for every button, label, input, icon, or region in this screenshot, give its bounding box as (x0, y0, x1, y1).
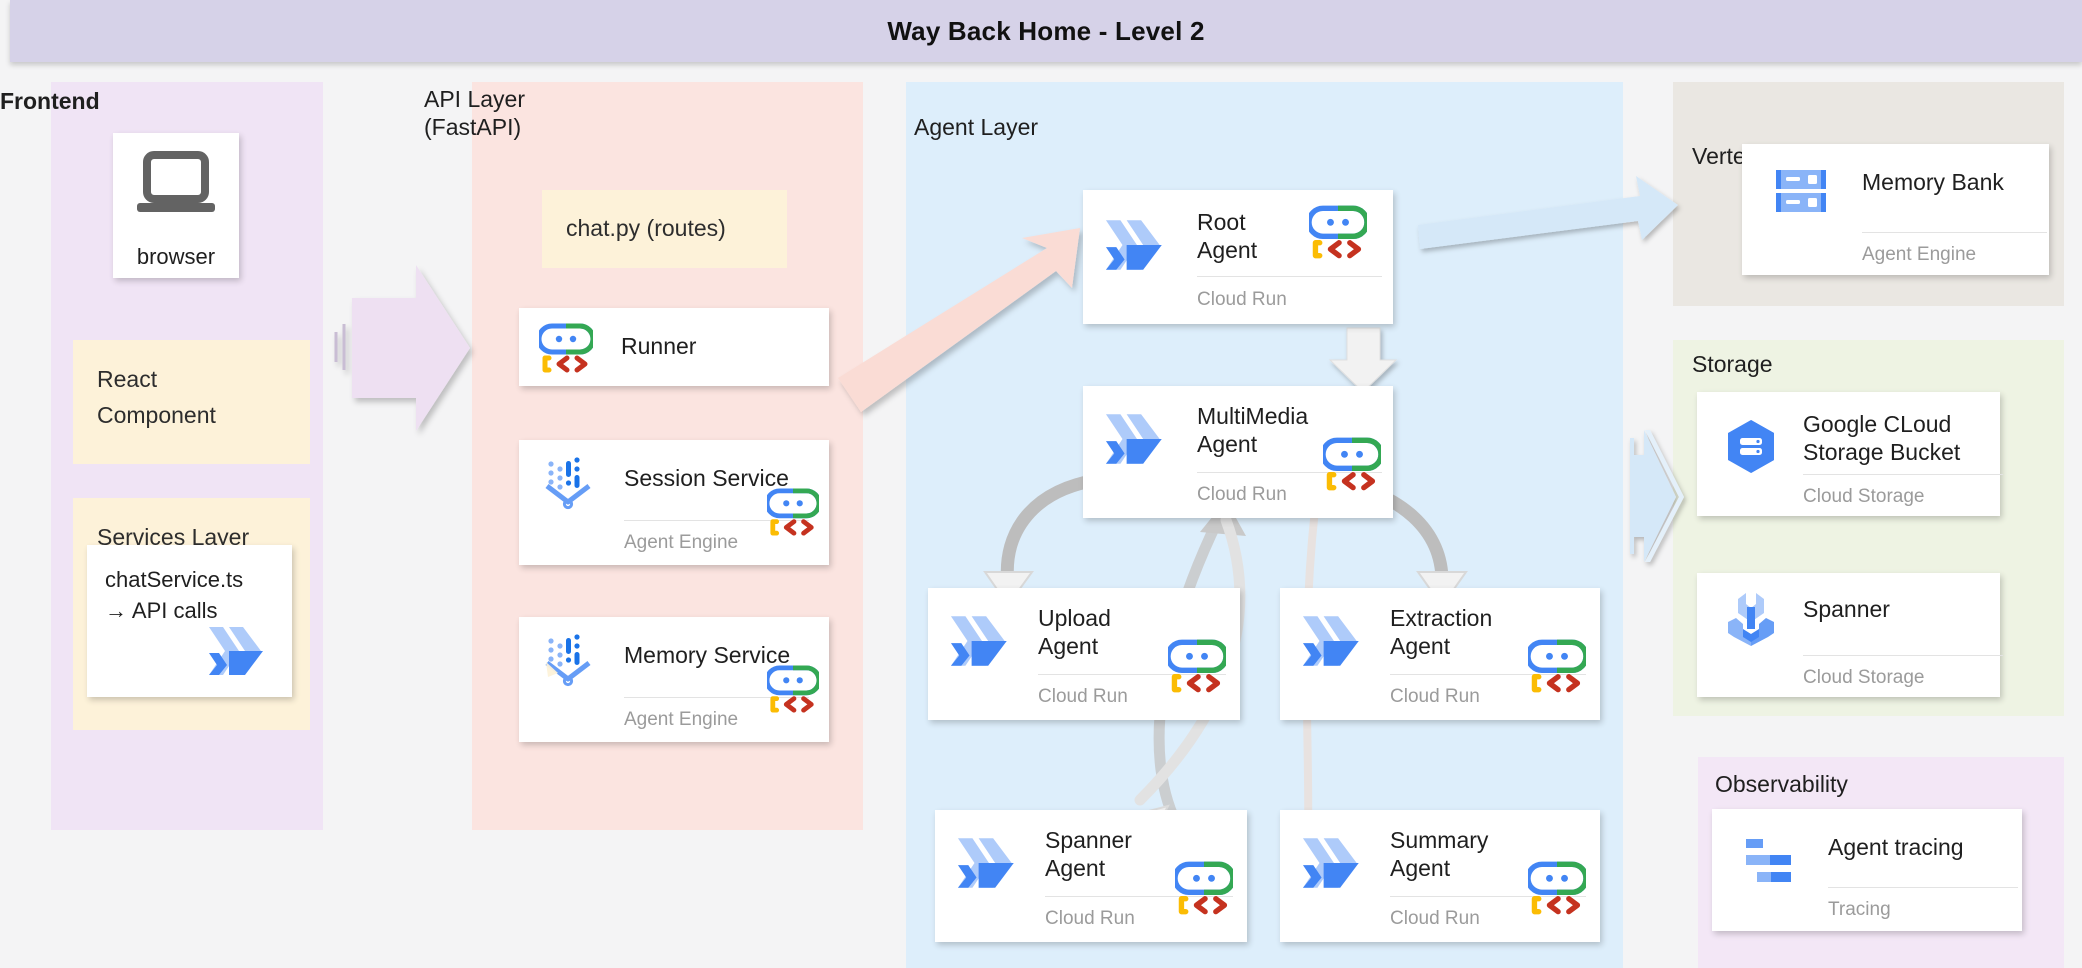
tracing-icon (1746, 839, 1791, 882)
agent-card-multimedia-agent[interactable]: MultiMedia Agent Cloud Run (1083, 386, 1393, 518)
storage-card-title: Spanner (1803, 596, 1890, 622)
agent-card-subtitle: Cloud Run (1038, 686, 1128, 707)
chat-service-card[interactable]: chatService.ts → API calls (87, 545, 292, 697)
card-divider (1803, 474, 2003, 475)
agent-card-title: Root Agent (1197, 209, 1258, 264)
agent-card-subtitle: Cloud Run (1390, 686, 1480, 707)
agent-card-title: Upload Agent (1038, 605, 1111, 660)
vertex-card-subtitle: Agent Engine (1862, 244, 1977, 265)
chat-service-label: chatService.ts → API calls (105, 567, 244, 623)
cloud-run-icon (1302, 616, 1359, 666)
observability-card-title: Agent tracing (1828, 834, 1964, 860)
arrow-frontend-to-api (334, 265, 470, 431)
adk-icon (1168, 639, 1226, 693)
zone-label-frontend: Frontend (0, 88, 100, 114)
agent-engine-icon (545, 634, 591, 687)
cloud-run-icon (1105, 220, 1162, 270)
zone-label-storage: Storage (1692, 351, 1773, 377)
storage-card-spanner[interactable]: Spanner Cloud Storage (1697, 573, 2003, 697)
cloud-run-icon (209, 627, 263, 675)
react-component-box: React Component (73, 340, 310, 464)
zone-label-api: API Layer (FastAPI) (424, 86, 525, 141)
api-card-memory-service[interactable]: Memory Service Agent Engine (519, 617, 829, 742)
card-divider (624, 697, 809, 698)
agent-card-upload-agent[interactable]: Upload Agent Cloud Run (928, 588, 1240, 720)
agent-engine-icon (545, 457, 591, 510)
cloud-storage-icon (1728, 420, 1774, 473)
browser-label: browser (136, 244, 216, 269)
agent-card-spanner-agent[interactable]: Spanner Agent Cloud Run (935, 810, 1247, 942)
card-divider (1862, 232, 2047, 233)
memory-bank-icon (1776, 170, 1826, 212)
card-divider (1803, 655, 2003, 656)
adk-icon (767, 665, 819, 713)
api-card-title: Session Service (624, 465, 789, 491)
agent-card-title: Summary Agent (1390, 827, 1489, 882)
agent-card-subtitle: Cloud Run (1197, 484, 1287, 505)
card-divider (1197, 472, 1382, 473)
storage-card-gcs-bucket[interactable]: Google CLoud Storage Bucket Cloud Storag… (1697, 392, 2003, 516)
cloud-run-icon (957, 838, 1014, 888)
vertex-card-title: Memory Bank (1862, 169, 2004, 195)
zone-label-agent: Agent Layer (914, 114, 1039, 140)
cloud-run-icon (1105, 414, 1162, 464)
storage-card-title: Google CLoud Storage Bucket (1803, 411, 1961, 466)
title-bar: Way Back Home - Level 2 (10, 0, 2082, 62)
laptop-icon (137, 151, 215, 212)
agent-card-title: Extraction Agent (1390, 605, 1493, 660)
observability-card-agent-tracing[interactable]: Agent tracing Tracing (1712, 809, 2022, 931)
spanner-icon (1728, 593, 1774, 646)
adk-icon (539, 323, 593, 373)
adk-icon (1175, 861, 1233, 915)
card-divider (1828, 887, 2018, 888)
adk-icon (1528, 861, 1586, 915)
card-divider (1038, 674, 1226, 675)
storage-card-subtitle: Cloud Storage (1803, 667, 1925, 688)
card-divider (1197, 276, 1382, 277)
agent-card-root-agent[interactable]: Root Agent Cloud Run (1083, 190, 1393, 324)
adk-icon (767, 488, 819, 536)
agent-card-subtitle: Cloud Run (1390, 908, 1480, 929)
agent-card-subtitle: Cloud Run (1197, 289, 1287, 310)
card-divider (1390, 674, 1586, 675)
adk-icon (1309, 205, 1367, 259)
card-divider (1045, 896, 1233, 897)
api-card-subtitle: Agent Engine (624, 532, 739, 553)
card-divider (1390, 896, 1586, 897)
api-card-session-service[interactable]: Session Service Agent Engine (519, 440, 829, 565)
vertex-card-memory-bank[interactable]: Memory Bank Agent Engine (1742, 144, 2049, 275)
agent-card-title: MultiMedia Agent (1197, 403, 1309, 458)
agent-card-title: Spanner Agent (1045, 827, 1132, 882)
storage-card-subtitle: Cloud Storage (1803, 486, 1925, 507)
api-card-title: Memory Service (624, 642, 791, 668)
api-card-subtitle: Agent Engine (624, 709, 739, 730)
zone-label-observability: Observability (1715, 771, 1848, 797)
cloud-run-icon (950, 616, 1007, 666)
card-divider (624, 520, 809, 521)
chat-py-box: chat.py (routes) (542, 190, 787, 268)
browser-card[interactable]: browser (113, 133, 239, 278)
adk-icon (1323, 437, 1381, 491)
adk-icon (1528, 639, 1586, 693)
agent-card-summary-agent[interactable]: Summary Agent Cloud Run (1280, 810, 1600, 942)
observability-card-subtitle: Tracing (1828, 899, 1891, 920)
agent-card-subtitle: Cloud Run (1045, 908, 1135, 929)
api-card-runner[interactable]: Runner (519, 308, 829, 386)
cloud-run-icon (1302, 838, 1359, 888)
api-card-title: Runner (621, 333, 697, 359)
agent-card-extraction-agent[interactable]: Extraction Agent Cloud Run (1280, 588, 1600, 720)
page-title: Way Back Home - Level 2 (887, 15, 1205, 46)
